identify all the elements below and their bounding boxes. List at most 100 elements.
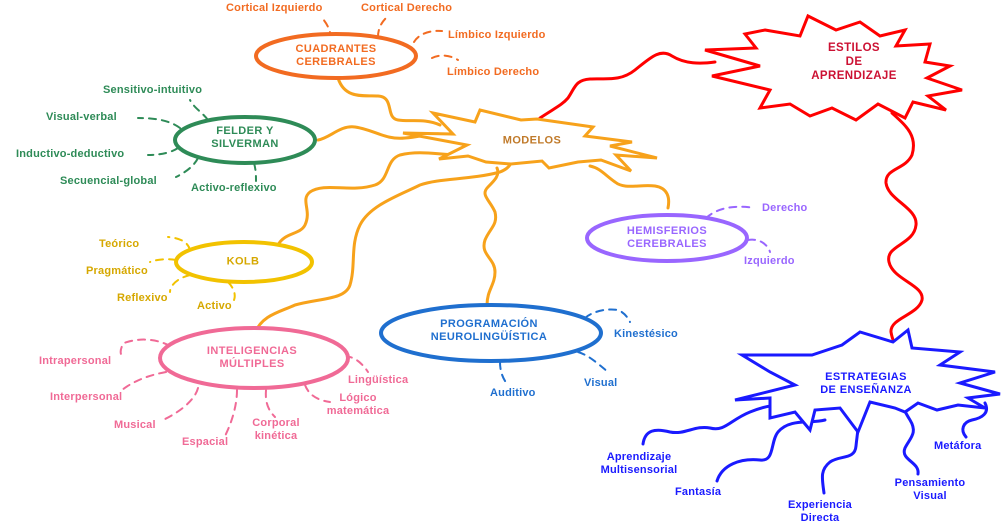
leaf-activo-reflexivo[interactable]: Activo-reflexivo [191,182,277,194]
connector-estrategias-metafora [961,401,988,439]
leaf-cortical-izquierdo[interactable]: Cortical Izquierdo [226,2,323,14]
node-modelos[interactable]: MODELOS [503,135,561,148]
dash-activo [227,281,236,301]
node-estrategias-ensenanza[interactable]: ESTRATEGIAS DE ENSEÑANZA [820,371,912,397]
leaf-metafora[interactable]: Metáfora [934,440,982,452]
connector-modelos-hemisferios [588,164,671,210]
node-title-line: CEREBRALES [296,56,376,68]
leaf-limbico-izquierdo[interactable]: Límbico Izquierdo [448,29,546,41]
leaf-connectors [119,17,771,437]
leaf-activo[interactable]: Activo [197,300,232,312]
connector-modelos-kolb [276,151,514,247]
node-pnl-shape[interactable] [379,303,603,363]
leaf-kinestesico[interactable]: Kinestésico [614,328,678,340]
dash-pragmatico [149,258,177,263]
leaf-line: Pensamiento [894,477,966,489]
connector-modelos-pnl [482,166,500,307]
leaf-intrapersonal[interactable]: Intrapersonal [39,355,112,367]
node-cuadrantes-cerebrales[interactable]: CUADRANTES CEREBRALES [296,43,377,69]
leaf-espacial[interactable]: Espacial [182,436,229,448]
node-title-line: ESTRATEGIAS [825,371,907,383]
node-programacion-neurolinguistica[interactable]: PROGRAMACIÓN NEUROLINGÜÍSTICA [431,318,547,344]
leaf-reflexivo[interactable]: Reflexivo [117,292,168,304]
node-hemisferios-cerebrales[interactable]: HEMISFERIOS CEREBRALES [627,225,707,251]
node-estrategias-shape[interactable] [734,327,1001,436]
dash-interpersonal [121,371,167,391]
leaf-visual-verbal[interactable]: Visual-verbal [46,111,117,123]
dash-cortical-derecho [377,17,387,38]
leaf-line: matemática [326,405,390,417]
dash-visual-verbal [137,117,181,129]
leaf-experiencia-directa[interactable]: Experiencia Directa [788,499,852,525]
leaf-line: Lógico [339,392,377,404]
dash-limbico-derecho [431,54,459,61]
leaf-inductivo-deductivo[interactable]: Inductivo-deductivo [16,148,125,160]
node-title-line: MÚLTIPLES [219,358,285,370]
dash-derecho [705,205,756,219]
connector-estrategias-multisensorial [641,403,782,446]
leaf-cortical-derecho[interactable]: Cortical Derecho [361,2,453,14]
node-felder-silverman[interactable]: FELDER Y SILVERMAN [211,125,279,151]
connector-root-estrategias [884,111,924,344]
node-title-line: CUADRANTES [295,43,377,55]
leaf-corporal-kinetica[interactable]: Corporal kinética [252,417,299,443]
dash-inductivo [147,147,179,156]
node-kolb-shape[interactable] [174,240,314,284]
connector-root-modelos [538,51,717,120]
leaf-line: Experiencia [788,499,852,511]
node-title: MODELOS [502,134,562,147]
leaf-secuencial-global[interactable]: Secuencial-global [60,175,157,187]
node-estilos-shape[interactable] [704,13,963,122]
node-title-line: SILVERMAN [211,138,279,150]
leaf-pensamiento-visual[interactable]: Pensamiento Visual [895,477,966,503]
leaf-line: Visual [913,490,947,502]
connector-estrategias-pensamiento [901,401,920,476]
leaf-line: kinética [254,430,298,442]
dash-secuencial [175,157,199,178]
dash-limbico-izquierdo [413,29,443,43]
leaf-limbico-derecho[interactable]: Límbico Derecho [447,66,540,78]
dash-corporal [264,389,276,418]
leaf-izquierdo[interactable]: Izquierdo [744,255,795,267]
leaf-musical[interactable]: Musical [114,419,156,431]
dash-teorico [167,236,191,251]
leaf-line: Directa [800,512,840,524]
leaf-aprendizaje-multisensorial[interactable]: Aprendizaje Multisensorial [601,451,678,477]
node-title-line: HEMISFERIOS [626,225,708,237]
leaf-derecho[interactable]: Derecho [762,202,808,214]
dash-espacial [224,389,238,437]
leaf-line: Aprendizaje [606,451,672,463]
dash-logico [304,384,331,403]
leaf-pragmatico[interactable]: Pragmático [86,265,148,277]
connector-modelos-inteligencias [253,154,514,335]
leaf-line: Multisensorial [600,464,678,476]
node-kolb[interactable]: KOLB [227,256,260,269]
node-modelos-shape[interactable] [402,108,658,173]
leaf-sensitivo-intuitivo[interactable]: Sensitivo-intuitivo [103,84,203,96]
root-connectors [538,51,924,344]
connector-estrategias-experiencia [820,423,860,495]
dash-visual [577,351,609,373]
leaf-linguistica[interactable]: Lingüística [348,374,409,386]
node-felder-silverman-shape[interactable] [173,115,317,165]
node-cuadrantes-cerebrales-shape[interactable] [254,32,418,80]
dash-auditivo [499,361,509,386]
node-title-line: PROGRAMACIÓN [440,318,538,330]
node-title-line: DE ENSEÑANZA [820,384,912,396]
dash-intrapersonal [119,338,171,357]
leaf-auditivo[interactable]: Auditivo [490,387,536,399]
node-hemisferios-shape[interactable] [585,213,749,263]
leaf-fantasia[interactable]: Fantasía [675,486,722,498]
leaf-logico-matematica[interactable]: Lógico matemática [327,392,390,418]
leaf-visual[interactable]: Visual [584,377,618,389]
dash-reflexivo [169,274,191,293]
node-inteligencias-shape[interactable] [158,326,350,390]
node-inteligencias-multiples[interactable]: INTELIGENCIAS MÚLTIPLES [207,345,297,371]
leaf-interpersonal[interactable]: Interpersonal [50,391,123,403]
dash-musical [162,387,199,421]
dash-activo-reflexivo [253,162,257,182]
dash-sensitivo [189,99,209,121]
leaf-teorico[interactable]: Teórico [99,238,140,250]
node-estilos-aprendizaje[interactable]: ESTILOS DE APRENDIZAJE [811,41,897,83]
